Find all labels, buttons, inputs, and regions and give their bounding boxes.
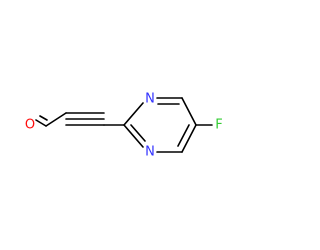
- bond-cho-to-alkyne: [45, 112, 67, 127]
- bond-c2-n3: [123, 124, 144, 148]
- bond-c2-n1: [123, 102, 144, 126]
- bond-c5-c4: [181, 124, 197, 153]
- bond-aldehyde-co-2: [39, 115, 48, 121]
- bond-c2-n3-inner: [130, 124, 146, 142]
- molecule-canvas: N N F O: [25, 92, 223, 160]
- atom-n-top: N: [145, 92, 155, 107]
- atom-f: F: [215, 118, 222, 133]
- bond-c6-c5: [181, 97, 197, 126]
- bond-aldehyde-co-1: [35, 119, 47, 127]
- bond-c5-c4-inner: [177, 124, 190, 147]
- atom-n-bottom: N: [145, 145, 155, 160]
- atom-o: O: [25, 118, 35, 133]
- structure-diagram: N N F O: [25, 92, 223, 160]
